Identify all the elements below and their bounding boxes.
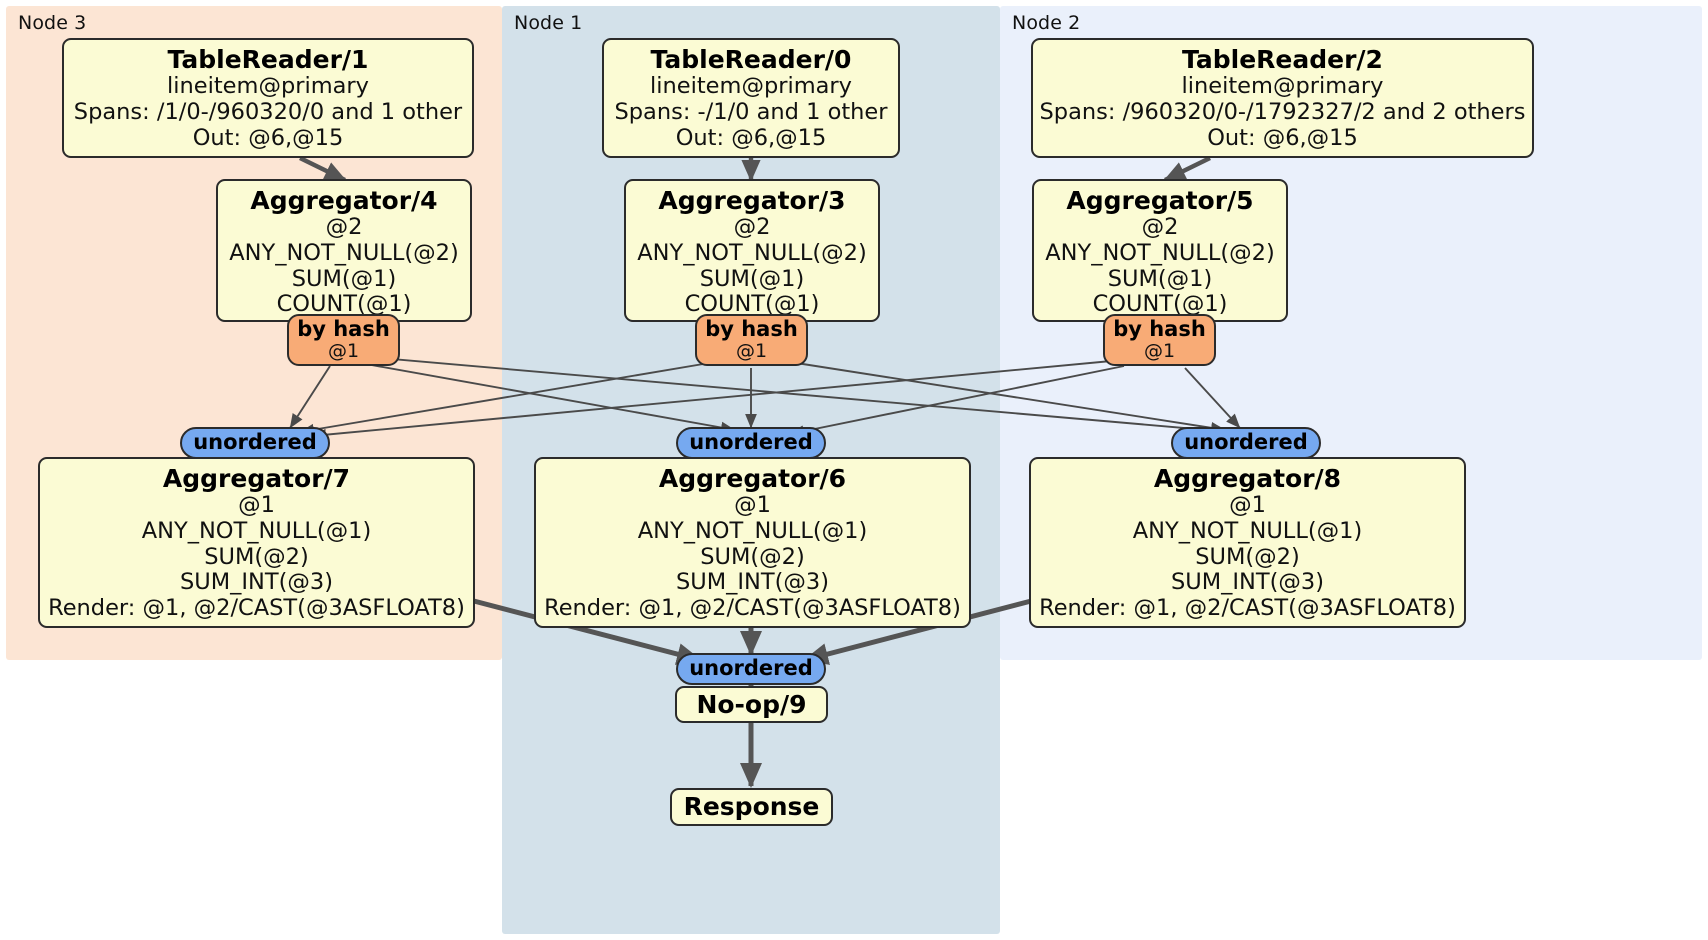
processor-detail-line: SUM(@1): [699, 265, 805, 292]
processor-title: Aggregator/3: [658, 186, 846, 215]
processor-detail-line: @1: [734, 492, 771, 519]
processor-detail-line: @1: [1229, 492, 1266, 519]
router-by-hash-center[interactable]: by hash @1: [695, 314, 808, 366]
processor-title: TableReader/2: [1182, 45, 1383, 74]
router-type-label: unordered: [689, 656, 813, 681]
processor-detail-line: @2: [733, 214, 771, 241]
router-unordered-final[interactable]: unordered: [676, 653, 826, 685]
router-key-label: @1: [735, 340, 768, 363]
processor-detail-line: Spans: /960320/0-/1792327/2 and 2 others: [1039, 98, 1526, 125]
node-label-node3: Node 3: [18, 12, 87, 34]
router-unordered-left[interactable]: unordered: [180, 427, 330, 459]
processor-detail-line: ANY_NOT_NULL(@2): [1045, 239, 1275, 266]
processor-title: Aggregator/6: [658, 464, 847, 493]
router-type-label: unordered: [193, 430, 317, 455]
processor-detail-line: ANY_NOT_NULL(@1): [141, 517, 372, 544]
processor-detail-line: SUM(@1): [1107, 265, 1213, 292]
processor-title: TableReader/1: [167, 45, 369, 74]
processor-detail-line: ANY_NOT_NULL(@2): [229, 239, 459, 266]
processor-detail-line: lineitem@primary: [650, 73, 852, 100]
router-key-label: @1: [327, 340, 360, 363]
router-type-label: by hash: [1113, 317, 1206, 341]
processor-detail-line: COUNT(@1): [684, 291, 820, 318]
processor-tablereader-0[interactable]: TableReader/0 lineitem@primary Spans: -/…: [602, 38, 900, 158]
processor-detail-line: SUM(@1): [291, 265, 397, 292]
processor-detail-line: ANY_NOT_NULL(@1): [1132, 517, 1363, 544]
processor-detail-line: SUM(@2): [204, 543, 309, 570]
processor-render-line: Render: @1, @2/CAST(@3ASFLOAT8): [544, 594, 961, 621]
processor-title: Response: [683, 792, 820, 822]
processor-detail-line: Out: @6,@15: [192, 124, 344, 151]
processor-detail-line: Out: @6,@15: [675, 124, 827, 151]
router-type-label: by hash: [705, 317, 798, 341]
router-by-hash-right[interactable]: by hash @1: [1103, 314, 1216, 366]
processor-detail-line: @2: [1141, 214, 1179, 241]
processor-detail-line: SUM_INT(@3): [180, 569, 333, 596]
processor-tablereader-2[interactable]: TableReader/2 lineitem@primary Spans: /9…: [1031, 38, 1534, 158]
processor-detail-line: SUM(@2): [700, 543, 805, 570]
processor-detail-line: @2: [325, 214, 363, 241]
processor-title: TableReader/0: [650, 45, 852, 74]
router-type-label: by hash: [297, 317, 390, 341]
router-unordered-right[interactable]: unordered: [1171, 427, 1321, 459]
processor-detail-line: COUNT(@1): [276, 291, 412, 318]
processor-detail-line: SUM_INT(@3): [1171, 569, 1324, 596]
processor-aggregator-5[interactable]: Aggregator/5 @2 ANY_NOT_NULL(@2) SUM(@1)…: [1032, 179, 1288, 322]
processor-detail-line: Spans: /1/0-/960320/0 and 1 other: [73, 98, 463, 125]
processor-noop-9[interactable]: No-op/9: [675, 686, 828, 723]
processor-detail-line: @1: [238, 492, 275, 519]
processor-aggregator-3[interactable]: Aggregator/3 @2 ANY_NOT_NULL(@2) SUM(@1)…: [624, 179, 880, 322]
node-label-node2: Node 2: [1012, 12, 1081, 34]
processor-detail-line: SUM_INT(@3): [676, 569, 829, 596]
processor-response[interactable]: Response: [670, 788, 833, 826]
processor-aggregator-4[interactable]: Aggregator/4 @2 ANY_NOT_NULL(@2) SUM(@1)…: [216, 179, 472, 322]
router-type-label: unordered: [689, 430, 813, 455]
processor-title: Aggregator/4: [250, 186, 438, 215]
router-unordered-center[interactable]: unordered: [676, 427, 826, 459]
router-type-label: unordered: [1184, 430, 1308, 455]
processor-aggregator-7[interactable]: Aggregator/7 @1 ANY_NOT_NULL(@1) SUM(@2)…: [38, 457, 475, 628]
processor-title: Aggregator/8: [1153, 464, 1342, 493]
router-key-label: @1: [1143, 340, 1176, 363]
processor-detail-line: Spans: -/1/0 and 1 other: [614, 98, 888, 125]
processor-detail-line: SUM(@2): [1195, 543, 1300, 570]
processor-render-line: Render: @1, @2/CAST(@3ASFLOAT8): [1039, 594, 1456, 621]
processor-aggregator-6[interactable]: Aggregator/6 @1 ANY_NOT_NULL(@1) SUM(@2)…: [534, 457, 971, 628]
processor-detail-line: ANY_NOT_NULL(@1): [637, 517, 868, 544]
processor-render-line: Render: @1, @2/CAST(@3ASFLOAT8): [48, 594, 465, 621]
processor-title: Aggregator/7: [162, 464, 351, 493]
processor-detail-line: lineitem@primary: [167, 73, 369, 100]
node-label-node1: Node 1: [514, 12, 583, 34]
processor-detail-line: lineitem@primary: [1181, 73, 1384, 100]
router-by-hash-left[interactable]: by hash @1: [287, 314, 400, 366]
processor-detail-line: COUNT(@1): [1092, 291, 1228, 318]
processor-detail-line: Out: @6,@15: [1207, 124, 1358, 151]
processor-aggregator-8[interactable]: Aggregator/8 @1 ANY_NOT_NULL(@1) SUM(@2)…: [1029, 457, 1466, 628]
processor-title: Aggregator/5: [1066, 186, 1254, 215]
processor-detail-line: ANY_NOT_NULL(@2): [637, 239, 867, 266]
processor-title: No-op/9: [696, 689, 807, 719]
processor-tablereader-1[interactable]: TableReader/1 lineitem@primary Spans: /1…: [62, 38, 474, 158]
